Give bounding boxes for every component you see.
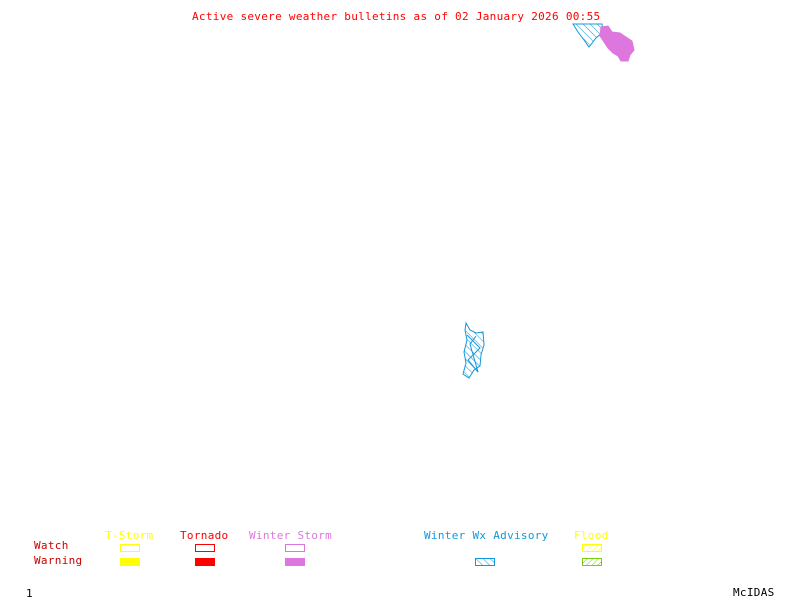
legend-tornado-label: Tornado	[180, 529, 229, 542]
legend-winter-storm-watch-swatch	[285, 544, 305, 552]
winter-wx-advisory-area-north	[572, 23, 604, 48]
frame-number: 1	[26, 587, 33, 600]
legend-row-warning-label: Warning	[34, 554, 83, 567]
legend-flood-label: Flood	[574, 529, 609, 542]
legend-tornado-watch-swatch	[195, 544, 215, 552]
legend-flood-watch-swatch	[582, 544, 602, 552]
legend-winter-wx-advisory-label: Winter Wx Advisory	[424, 529, 549, 542]
legend-flood-warning-swatch	[582, 558, 602, 566]
bulletin-title: Active severe weather bulletins as of 02…	[192, 10, 601, 23]
legend-winter-storm-warning-swatch	[285, 558, 305, 566]
winter-wx-advisory-lines	[466, 334, 481, 373]
legend-tornado-warning-swatch	[195, 558, 215, 566]
legend-row-watch-label: Watch	[34, 539, 69, 552]
legend-winter-wx-advisory-swatch	[475, 558, 495, 566]
legend-winter-storm-label: Winter Storm	[249, 529, 333, 542]
winter-storm-warning-area	[599, 25, 635, 62]
legend-tstorm-warning-swatch	[120, 558, 140, 566]
winter-wx-advisory-area-central	[462, 321, 485, 379]
legend-tstorm-watch-swatch	[120, 544, 140, 552]
legend-tstorm-label: T-Storm	[105, 529, 154, 542]
mcidas-brand-label: McIDAS	[733, 586, 775, 599]
